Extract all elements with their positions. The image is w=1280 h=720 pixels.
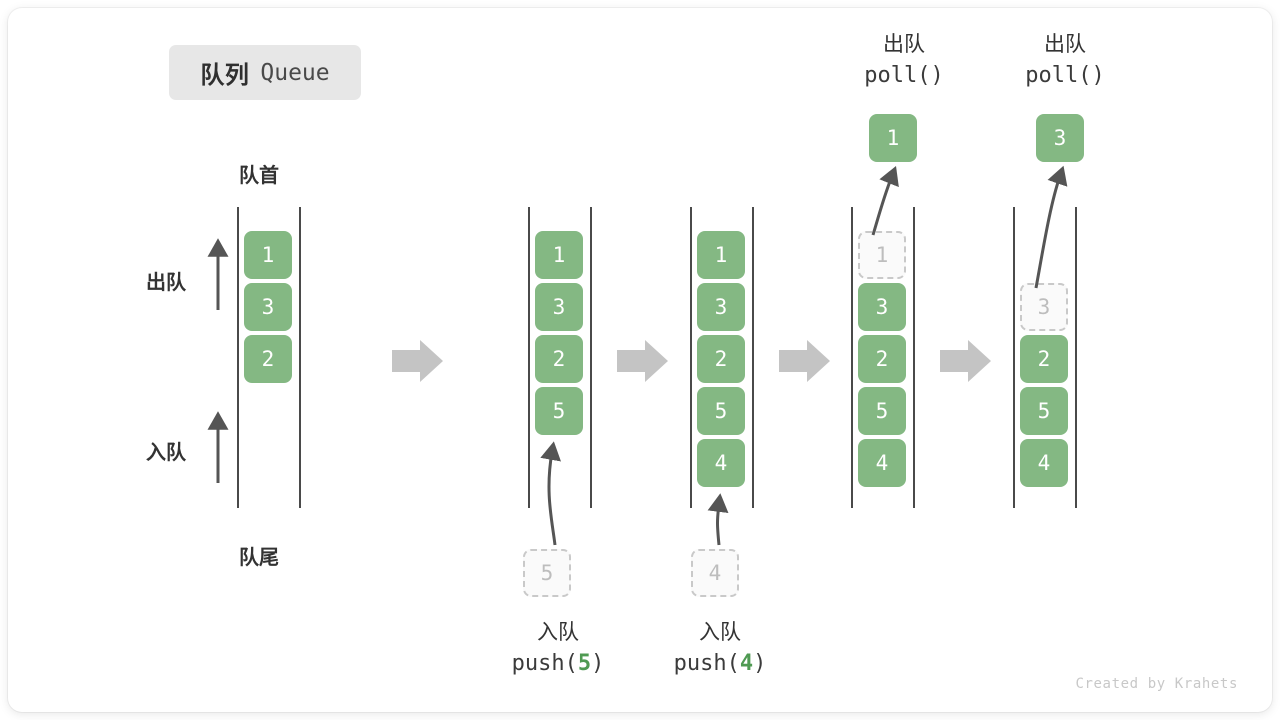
queue-cell: 2: [858, 335, 906, 383]
rail-right-col2: [590, 207, 592, 508]
incoming-ghost-cell: 5: [523, 549, 571, 597]
caption-push-4-cn: 入队: [699, 621, 741, 644]
queue-cell: 4: [858, 439, 906, 487]
caption-push-4-code: push(4): [625, 648, 815, 680]
queue-cell: 3: [535, 283, 583, 331]
dequeue-direction-label: 出队: [146, 272, 186, 294]
caption-poll-2: 出队 poll(): [970, 30, 1160, 92]
caption-push-4-prefix: push(: [673, 651, 740, 676]
title-english: Queue: [260, 59, 330, 86]
caption-push-4: 入队 push(4): [625, 618, 815, 680]
rail-left-col4: [851, 207, 853, 508]
caption-poll-1-cn: 出队: [883, 33, 925, 56]
queue-cell: 3: [858, 283, 906, 331]
rail-right-col1: [299, 207, 301, 508]
queue-cell: 2: [697, 335, 745, 383]
popped-cell: 3: [1036, 114, 1084, 162]
queue-cell: 1: [244, 231, 292, 279]
queue-cell: 5: [535, 387, 583, 435]
caption-push-5-cn: 入队: [537, 621, 579, 644]
caption-push-5: 入队 push(5): [463, 618, 653, 680]
queue-cell: 4: [697, 439, 745, 487]
rail-right-col3: [752, 207, 754, 508]
queue-cell: 1: [535, 231, 583, 279]
queue-head-label: 队首: [239, 165, 279, 187]
caption-push-4-value: 4: [739, 651, 754, 676]
caption-poll-2-code: poll(): [1025, 63, 1105, 88]
rail-right-col5: [1075, 207, 1077, 508]
outgoing-ghost-cell: 1: [858, 231, 906, 279]
queue-cell: 5: [858, 387, 906, 435]
rail-left-col2: [528, 207, 530, 508]
caption-push-5-prefix: push(: [511, 651, 578, 676]
rail-left-col3: [690, 207, 692, 508]
outgoing-ghost-cell: 3: [1020, 283, 1068, 331]
watermark-credit: Created by Krahets: [1075, 676, 1238, 692]
queue-cell: 2: [244, 335, 292, 383]
popped-cell: 1: [869, 114, 917, 162]
queue-cell: 2: [535, 335, 583, 383]
caption-push-5-value: 5: [577, 651, 592, 676]
rail-left-col1: [237, 207, 239, 508]
queue-cell: 5: [697, 387, 745, 435]
caption-push-4-suffix: ): [753, 651, 767, 676]
incoming-ghost-cell: 4: [691, 549, 739, 597]
caption-poll-1: 出队 poll(): [809, 30, 999, 92]
diagram-card: [8, 8, 1272, 712]
queue-cell: 5: [1020, 387, 1068, 435]
title-chinese: 队列: [200, 62, 250, 89]
caption-poll-1-code: poll(): [864, 63, 944, 88]
caption-push-5-suffix: ): [591, 651, 605, 676]
queue-cell: 3: [244, 283, 292, 331]
queue-cell: 2: [1020, 335, 1068, 383]
rail-left-col5: [1013, 207, 1015, 508]
rail-right-col4: [913, 207, 915, 508]
queue-cell: 3: [697, 283, 745, 331]
caption-push-5-code: push(5): [463, 648, 653, 680]
enqueue-direction-label: 入队: [146, 442, 186, 464]
diagram-title-badge: 队列 Queue: [169, 45, 361, 100]
queue-cell: 1: [697, 231, 745, 279]
caption-poll-2-cn: 出队: [1044, 33, 1086, 56]
queue-cell: 4: [1020, 439, 1068, 487]
queue-tail-label: 队尾: [239, 547, 279, 569]
